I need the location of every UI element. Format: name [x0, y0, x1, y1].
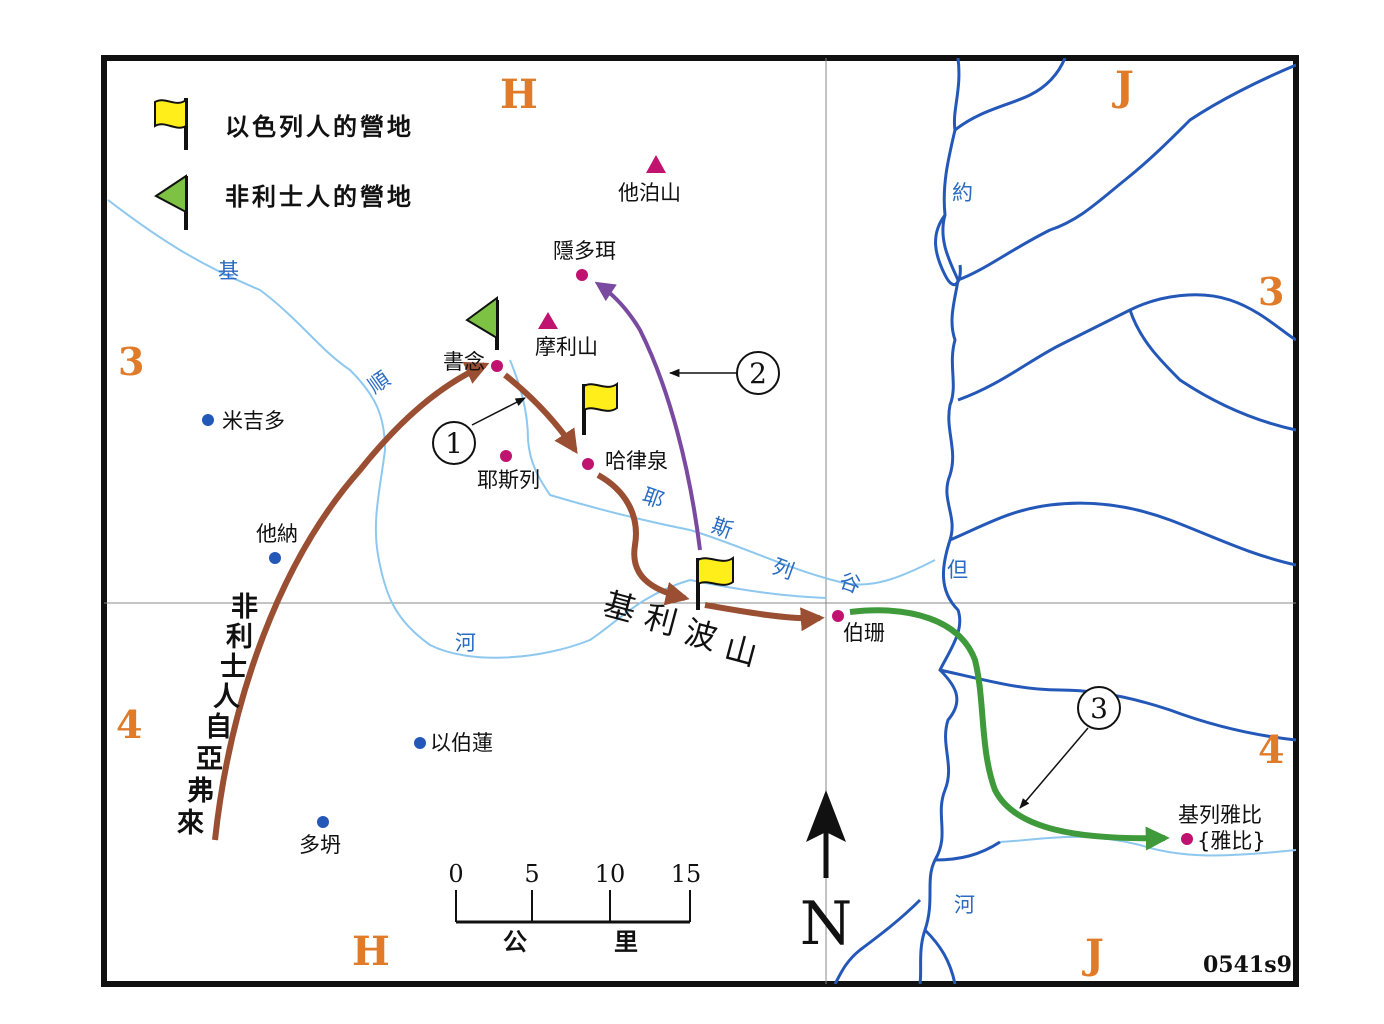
river-label-jordan-1: 約 [952, 181, 973, 205]
grid-label-top-h: H [500, 71, 538, 118]
place-bethshan: 伯珊 [843, 621, 885, 645]
river-label-kishon-1: 基 [218, 259, 239, 283]
gideon-route-arrow-1 [503, 372, 578, 454]
philistine-route-arrow [212, 361, 490, 841]
jordan-river [833, 58, 1296, 984]
place-jezreel: 耶斯列 [477, 468, 540, 492]
river-label-jordan-3: 河 [954, 893, 975, 917]
callout-3: 3 [1019, 686, 1121, 809]
scale-tick-15: 15 [671, 860, 702, 888]
scale-tick-10: 10 [595, 860, 626, 888]
grid-label-bottom-j: J [1082, 931, 1104, 978]
place-taanach: 他納 [256, 522, 298, 546]
legend-israel-camp: 以色列人的營地 [225, 113, 414, 141]
place-tabor: 他泊山 [618, 181, 681, 205]
megiddo-city-marker [202, 414, 214, 426]
philistine-route-label-3: 士 [220, 652, 247, 683]
tabor-mountain-icon [646, 155, 666, 173]
grid-label-right-3: 3 [1258, 269, 1284, 314]
river-label-kishon-3: 河 [455, 631, 476, 655]
river-label-jordan-2: 但 [947, 558, 968, 582]
scale-unit-left: 公 [503, 928, 527, 956]
north-arrow-icon [806, 790, 846, 878]
callout-3-number: 3 [1090, 692, 1108, 725]
jezreel-city-marker [500, 450, 512, 462]
callout-1: 1 [432, 397, 526, 465]
scale-tick-5: 5 [524, 860, 539, 888]
yellow-flag-icon [154, 97, 188, 150]
jabesh-route-arrow [849, 607, 1170, 851]
grid-label-right-4: 4 [1258, 727, 1284, 772]
place-dothan: 多坍 [299, 833, 341, 857]
israel-camp-flag-gilboa-icon [696, 556, 734, 610]
endor-city-marker [576, 269, 588, 281]
place-harod: 哈律泉 [605, 449, 668, 473]
callout-1-number: 1 [445, 427, 463, 460]
taanach-city-marker [269, 552, 281, 564]
moreh-mountain-icon [538, 312, 558, 329]
philistine-route-label-5: 自 [205, 711, 232, 743]
grid-label-top-j: J [1112, 63, 1134, 110]
map-code: 0541s9. [1203, 952, 1300, 978]
gideon-route-arrow-3 [704, 602, 825, 632]
green-flag-icon [154, 174, 188, 230]
philistine-camp-flag-icon [465, 296, 499, 350]
callout-2: 2 [668, 351, 780, 395]
place-endor: 隱多珥 [553, 239, 616, 263]
philistine-route-label-1: 非 [231, 592, 258, 623]
ibleam-city-marker [414, 737, 426, 749]
philistine-route-label-2: 利 [226, 622, 253, 653]
philistine-route-label-4: 人 [213, 682, 240, 713]
place-megiddo: 米吉多 [222, 409, 285, 433]
philistine-route-label-6: 亞 [196, 744, 223, 775]
legend-philistine-camp: 非利士人的營地 [225, 183, 414, 211]
dothan-city-marker [317, 816, 329, 828]
place-shunem: 書念 [443, 350, 485, 374]
bethshan-city-marker [832, 610, 844, 622]
shunem-city-marker [491, 360, 503, 372]
place-jabesh-line2: {雅比} [1197, 829, 1266, 853]
gideon-route-arrow-2 [596, 472, 690, 606]
place-jabesh-line1: 基列雅比 [1178, 803, 1262, 827]
callout-2-number: 2 [749, 357, 767, 390]
scale-bar: 0 5 10 15 公 里 [448, 860, 701, 956]
legend: 以色列人的營地 非利士人的營地 [154, 97, 414, 230]
map-frame [101, 55, 1299, 987]
jabesh-city-marker [1181, 833, 1193, 845]
saul-route-arrow [594, 281, 702, 551]
scale-tick-0: 0 [448, 860, 463, 888]
grid-label-left-3: 3 [118, 339, 144, 384]
north-label: N [800, 889, 853, 959]
place-ibleam: 以伯蓮 [430, 731, 493, 755]
israel-camp-flag-harod-icon [582, 382, 618, 435]
harod-spring-marker [582, 458, 594, 470]
grid-label-bottom-h: H [352, 928, 390, 975]
philistine-route-label-7: 弗 [187, 776, 214, 807]
grid-label-left-4: 4 [116, 702, 142, 747]
scale-unit-right: 里 [614, 928, 638, 956]
place-moreh: 摩利山 [535, 335, 598, 359]
philistine-route-label-8: 來 [177, 808, 204, 839]
